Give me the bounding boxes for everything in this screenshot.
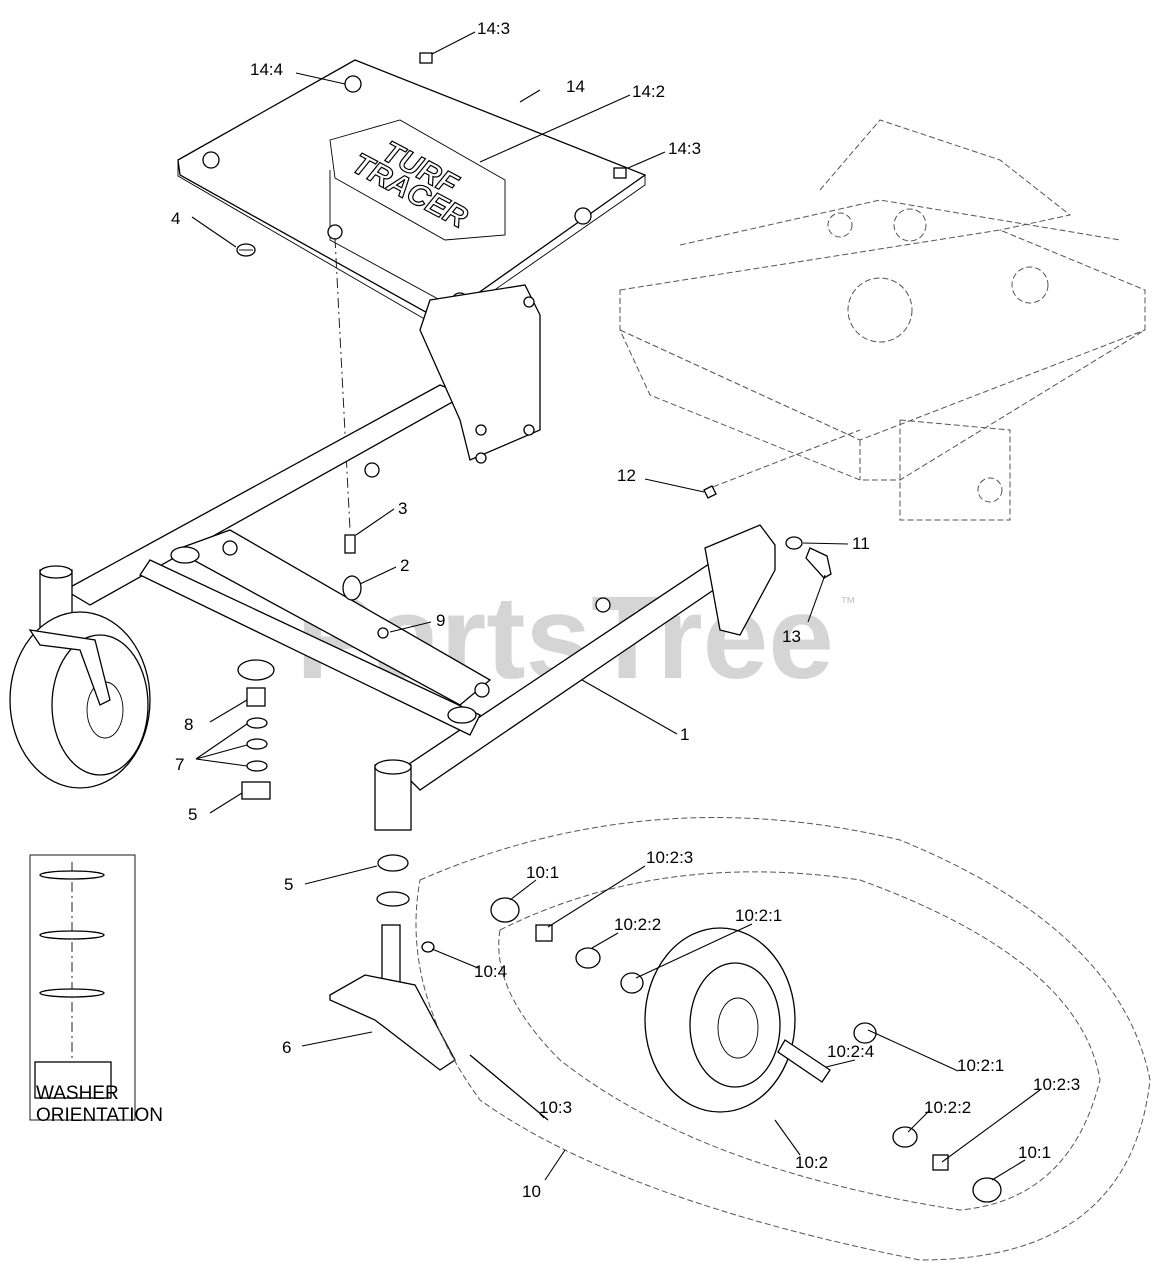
callout-11: 11 (852, 534, 870, 553)
machine-frame (619, 119, 1146, 521)
wheel-assembly (415, 817, 1151, 1261)
washer-note-line2: ORIENTATION (36, 1105, 163, 1126)
left-caster-wheel (9, 611, 151, 789)
callout-10-1-left: 10:1 (526, 863, 559, 882)
watermark-trademark: ™ (840, 595, 856, 612)
callout-14: 14 (566, 77, 585, 96)
foot-plate: TURF TRACER (177, 52, 647, 329)
callout-12: 12 (617, 466, 636, 485)
callout-10-1-right: 10:1 (1018, 1143, 1051, 1162)
main-frame (39, 284, 776, 831)
callout-10: 10 (522, 1182, 541, 1201)
callout-10-2-3-bottom: 10:2:3 (1033, 1075, 1080, 1094)
part-4-clip (236, 243, 256, 257)
callout-14-2: 14:2 (632, 82, 665, 101)
callout-6: 6 (282, 1038, 291, 1057)
washer-note-line1: WASHER (36, 1083, 119, 1104)
callout-10-2-4: 10:2:4 (827, 1042, 874, 1061)
callout-labels: 14:3 14:4 14 14:2 14:3 4 3 2 9 12 11 13 … (171, 19, 1080, 1201)
parts-3-2-9 (342, 534, 389, 639)
leader-lines (191, 31, 1041, 1181)
bearing-stack-upper (237, 659, 275, 800)
callout-10-4: 10:4 (474, 962, 507, 981)
callout-14-3-right: 14:3 (668, 139, 701, 158)
callout-10-2-1-bottom: 10:2:1 (957, 1056, 1004, 1075)
callout-3: 3 (398, 499, 407, 518)
callout-10-2-1-top: 10:2:1 (735, 906, 782, 925)
callout-9: 9 (436, 611, 445, 630)
parts-11-12-13 (703, 485, 832, 579)
callout-10-3: 10:3 (539, 1098, 572, 1117)
callout-5-upper: 5 (188, 805, 197, 824)
callout-1: 1 (680, 725, 689, 744)
callout-10-2-2-top: 10:2:2 (614, 915, 661, 934)
caster-fork-assembly (329, 854, 456, 1071)
washer-orientation-box: WASHER ORIENTATION (29, 854, 163, 1126)
callout-10-2: 10:2 (795, 1153, 828, 1172)
callout-7: 7 (175, 755, 184, 774)
callout-14-3-top: 14:3 (477, 19, 510, 38)
callout-2: 2 (400, 556, 409, 575)
callout-13: 13 (782, 627, 801, 646)
callout-10-2-2-bottom: 10:2:2 (924, 1098, 971, 1117)
callout-8: 8 (184, 715, 193, 734)
callout-5-lower: 5 (284, 875, 293, 894)
callout-10-2-3-top: 10:2:3 (646, 848, 693, 867)
callout-4: 4 (171, 209, 180, 228)
callout-14-4: 14:4 (250, 60, 283, 79)
